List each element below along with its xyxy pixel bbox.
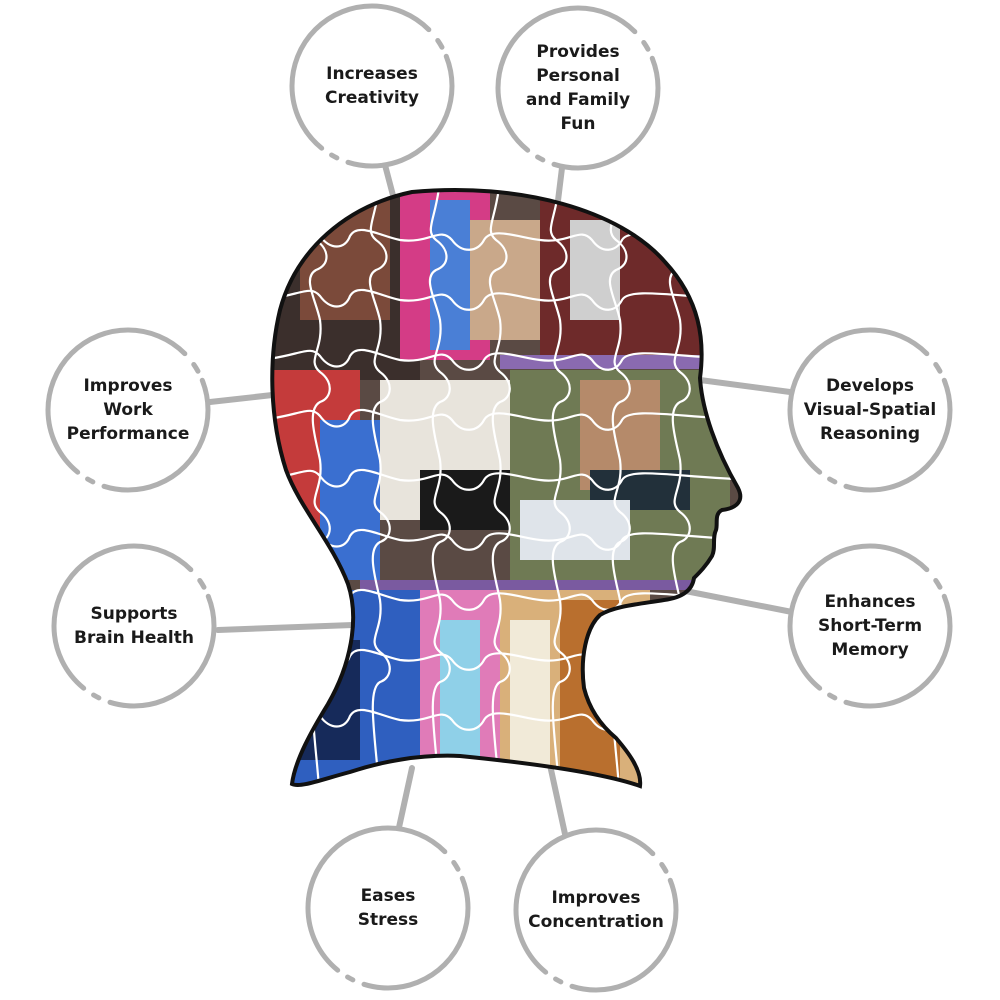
benefit-label: Develops Visual-Spatial Reasoning — [803, 376, 937, 444]
ring-visual — [787, 327, 953, 493]
ring-concentration — [513, 827, 679, 993]
benefit-provides-fun: Provides Personal and Family Fun — [498, 8, 658, 168]
benefit-label: Enhances Short-Term Memory — [817, 592, 923, 660]
benefit-label: Provides Personal and Family Fun — [525, 42, 631, 134]
benefit-rings — [45, 3, 953, 993]
benefit-visual-spatial-reasoning: Develops Visual-Spatial Reasoning — [790, 330, 950, 490]
benefit-supports-brain-health: Supports Brain Health — [54, 546, 214, 706]
benefit-improves-concentration: Improves Concentration — [516, 830, 676, 990]
benefit-improves-work-performance: Improves Work Performance — [48, 330, 208, 490]
ring-memory — [787, 543, 953, 709]
connector-visual — [697, 377, 793, 395]
connector-stress — [395, 765, 415, 835]
benefit-short-term-memory: Enhances Short-Term Memory — [790, 546, 950, 706]
benefit-label: Eases Stress — [357, 886, 419, 930]
benefit-eases-stress: Eases Stress — [308, 828, 468, 988]
ring-creativity — [289, 3, 455, 169]
benefit-label: Supports Brain Health — [74, 604, 194, 648]
ring-fun — [495, 5, 661, 171]
ring-brain — [51, 543, 217, 709]
ring-stress — [305, 825, 471, 991]
benefit-increases-creativity: Increases Creativity — [292, 6, 452, 166]
benefit-label: Improves Concentration — [528, 888, 664, 932]
benefit-label: Improves Work Performance — [66, 376, 190, 444]
benefit-label: Increases Creativity — [325, 64, 419, 108]
ring-work — [45, 327, 211, 493]
head-silhouette-puzzle-icon — [270, 187, 743, 788]
